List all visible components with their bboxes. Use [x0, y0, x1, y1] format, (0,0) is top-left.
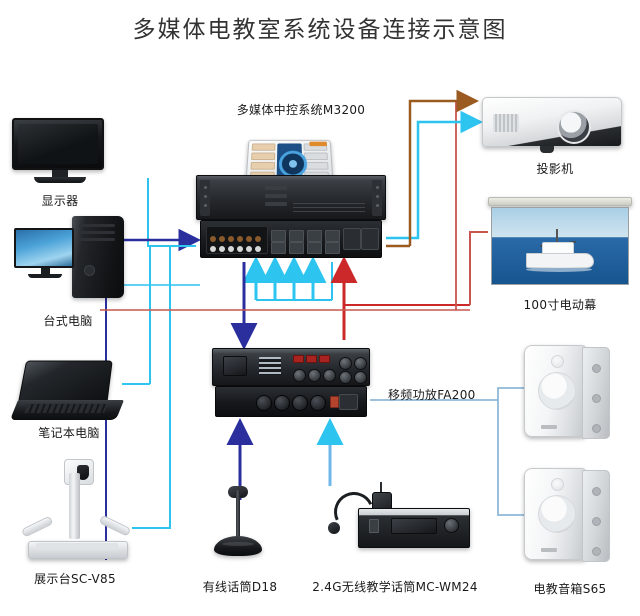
wired-microphone-icon [208, 486, 270, 562]
laptop-label: 笔记本电脑 [38, 426, 100, 440]
document-camera-label: 展示台SC-V85 [34, 572, 116, 586]
wired-microphone-label: 有线话筒D18 [202, 580, 278, 594]
wire-amplifier-to-speakers [370, 387, 524, 516]
amplifier-icon [212, 348, 370, 420]
control-system-label: 多媒体中控系统M3200 [236, 103, 366, 117]
wire-control-to-projector-vga [386, 110, 483, 240]
speakers-label: 电教音箱S65 [533, 582, 607, 596]
projection-screen-label: 100寸电动幕 [523, 298, 597, 312]
wire-monitor-to-control [147, 178, 196, 247]
projector-label: 投影机 [536, 162, 574, 176]
page-title: 多媒体电教室系统设备连接示意图 [132, 17, 508, 43]
wireless-microphone-icon [318, 482, 470, 566]
wire-cyan-inputs-to-control [242, 256, 333, 301]
central-control-unit-icon [196, 175, 386, 260]
wire-control-red-bus [100, 102, 488, 340]
wall-speaker-icon [524, 345, 610, 441]
wall-speaker-icon [524, 468, 610, 564]
monitor-icon [12, 118, 108, 188]
wireless-microphone-label: 2.4G无线教学话筒MC-WM24 [312, 580, 478, 594]
projection-screen-icon [488, 197, 632, 289]
desktop-computer-label: 台式电脑 [43, 314, 93, 328]
projector-icon [482, 97, 622, 155]
desktop-computer-icon [14, 216, 124, 302]
laptop-icon [9, 360, 125, 426]
wire-doccam-to-control [132, 245, 196, 529]
wire-control-to-projector-power [386, 89, 479, 248]
amplifier-label: 移频功放FA200 [388, 388, 476, 402]
document-camera-icon [20, 455, 132, 561]
wire-laptop-to-control [122, 246, 151, 385]
monitor-label: 显示器 [41, 194, 79, 208]
